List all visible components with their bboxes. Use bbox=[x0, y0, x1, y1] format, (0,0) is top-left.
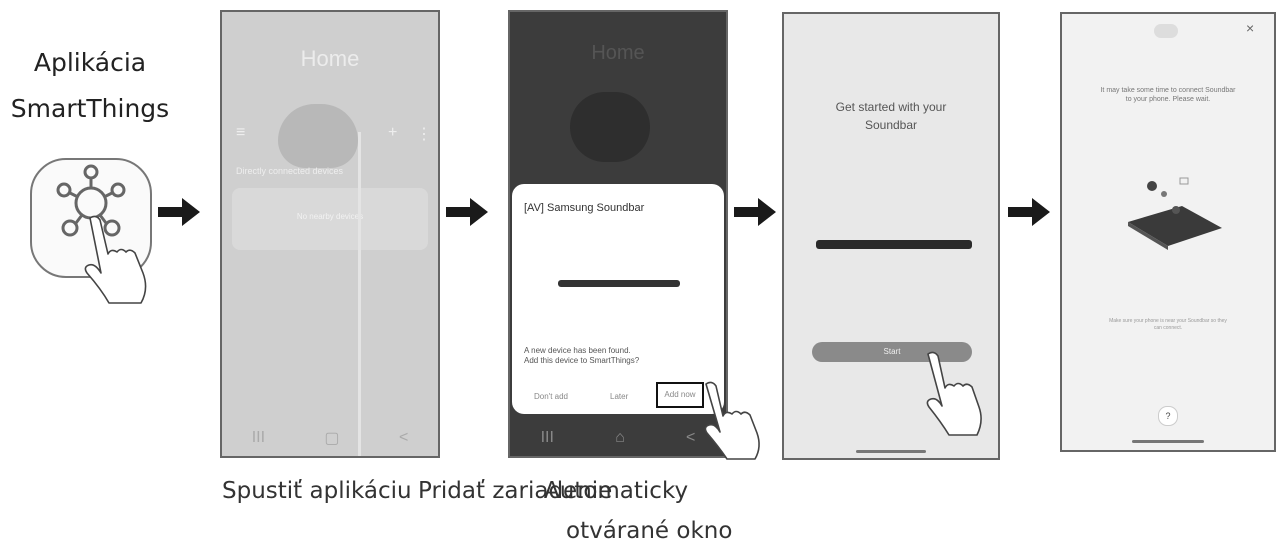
scroll-line bbox=[358, 132, 361, 456]
help-icon[interactable]: ? bbox=[1158, 406, 1178, 426]
nav-bar: III ▢ < bbox=[222, 420, 438, 456]
menu-icon[interactable]: ≡ bbox=[236, 124, 246, 141]
hint-line2: can connect. bbox=[1153, 325, 1183, 331]
section-label: Directly connected devices bbox=[236, 166, 344, 176]
app-title-line2: SmartThings bbox=[10, 94, 170, 123]
add-now-button[interactable]: Add now bbox=[656, 382, 704, 408]
home-indicator bbox=[856, 450, 926, 453]
add-device-dialog: [AV] Samsung Soundbar A new device has b… bbox=[512, 184, 724, 414]
dialog-title: [AV] Samsung Soundbar bbox=[524, 202, 645, 214]
hand-tap-icon bbox=[704, 381, 760, 460]
device-illustration bbox=[278, 104, 358, 168]
arrow-right-icon bbox=[734, 198, 776, 226]
message-line1: It may take some time to connect Soundba… bbox=[1100, 87, 1236, 94]
heading-line2: Soundbar bbox=[864, 118, 918, 132]
device-illustration bbox=[570, 92, 650, 162]
caption-step3-line2: otvárané okno bbox=[566, 518, 733, 544]
screen-connecting: × It may take some time to connect Sound… bbox=[1060, 12, 1276, 452]
get-started-heading: Get started with your Soundbar bbox=[784, 98, 998, 134]
more-icon[interactable]: ⋮ bbox=[416, 126, 432, 143]
caption-step1: Spustiť aplikáciu bbox=[222, 478, 412, 504]
caption-step3-line1: Automaticky bbox=[544, 478, 689, 504]
caption-step2: Pridať zariadenie bbox=[418, 478, 613, 504]
hand-tap-icon bbox=[84, 215, 147, 304]
soundbar-image bbox=[558, 280, 680, 287]
empty-device-card[interactable]: No nearby devices bbox=[232, 188, 428, 250]
nav-home-icon[interactable]: ▢ bbox=[324, 430, 340, 447]
dialog-message: A new device has been found. Add this de… bbox=[524, 346, 639, 366]
nav-back-icon[interactable]: < bbox=[398, 429, 409, 446]
app-title-line1: Aplikácia bbox=[33, 48, 147, 77]
smartthings-app-icon[interactable] bbox=[30, 158, 152, 278]
hint-line1: Make sure your phone is near your Soundb… bbox=[1109, 318, 1227, 324]
screen-device-found: Home [AV] Samsung Soundbar A new device … bbox=[508, 10, 728, 458]
connect-hint: Make sure your phone is near your Soundb… bbox=[1062, 318, 1274, 332]
empty-label: No nearby devices bbox=[296, 212, 364, 221]
arrow-right-icon bbox=[446, 198, 488, 226]
nav-recents-icon[interactable]: III bbox=[540, 429, 554, 446]
app-title: Aplikácia SmartThings bbox=[0, 40, 180, 132]
later-button[interactable]: Later bbox=[610, 392, 629, 401]
phone-connecting-illustration bbox=[1128, 177, 1222, 250]
status-icon bbox=[1154, 24, 1178, 38]
screen-home: Home ≡ + ⋮ Directly connected devices No… bbox=[220, 10, 440, 458]
dialog-message-line2: Add this device to SmartThings? bbox=[524, 356, 640, 365]
nav-back-icon[interactable]: < bbox=[686, 429, 696, 446]
soundbar-image bbox=[816, 240, 972, 249]
screen-title: Home bbox=[300, 46, 360, 71]
add-icon[interactable]: + bbox=[388, 124, 398, 141]
screen-title: Home bbox=[591, 42, 645, 64]
arrow-right-icon bbox=[158, 198, 200, 226]
arrow-right-icon bbox=[1008, 198, 1050, 226]
dialog-message-line1: A new device has been found. bbox=[524, 346, 631, 355]
dont-add-button[interactable]: Don't add bbox=[534, 392, 568, 401]
message-line2: to your phone. Please wait. bbox=[1125, 96, 1211, 103]
nav-recents-icon[interactable]: III bbox=[251, 429, 266, 446]
connecting-message: It may take some time to connect Soundba… bbox=[1062, 86, 1274, 104]
heading-line1: Get started with your bbox=[835, 100, 947, 114]
nav-home-icon[interactable]: ⌂ bbox=[615, 429, 625, 446]
nav-bar: III ⌂ < bbox=[510, 420, 726, 456]
close-icon[interactable]: × bbox=[1246, 20, 1255, 36]
home-indicator bbox=[1132, 440, 1204, 443]
hand-tap-icon bbox=[926, 351, 982, 436]
